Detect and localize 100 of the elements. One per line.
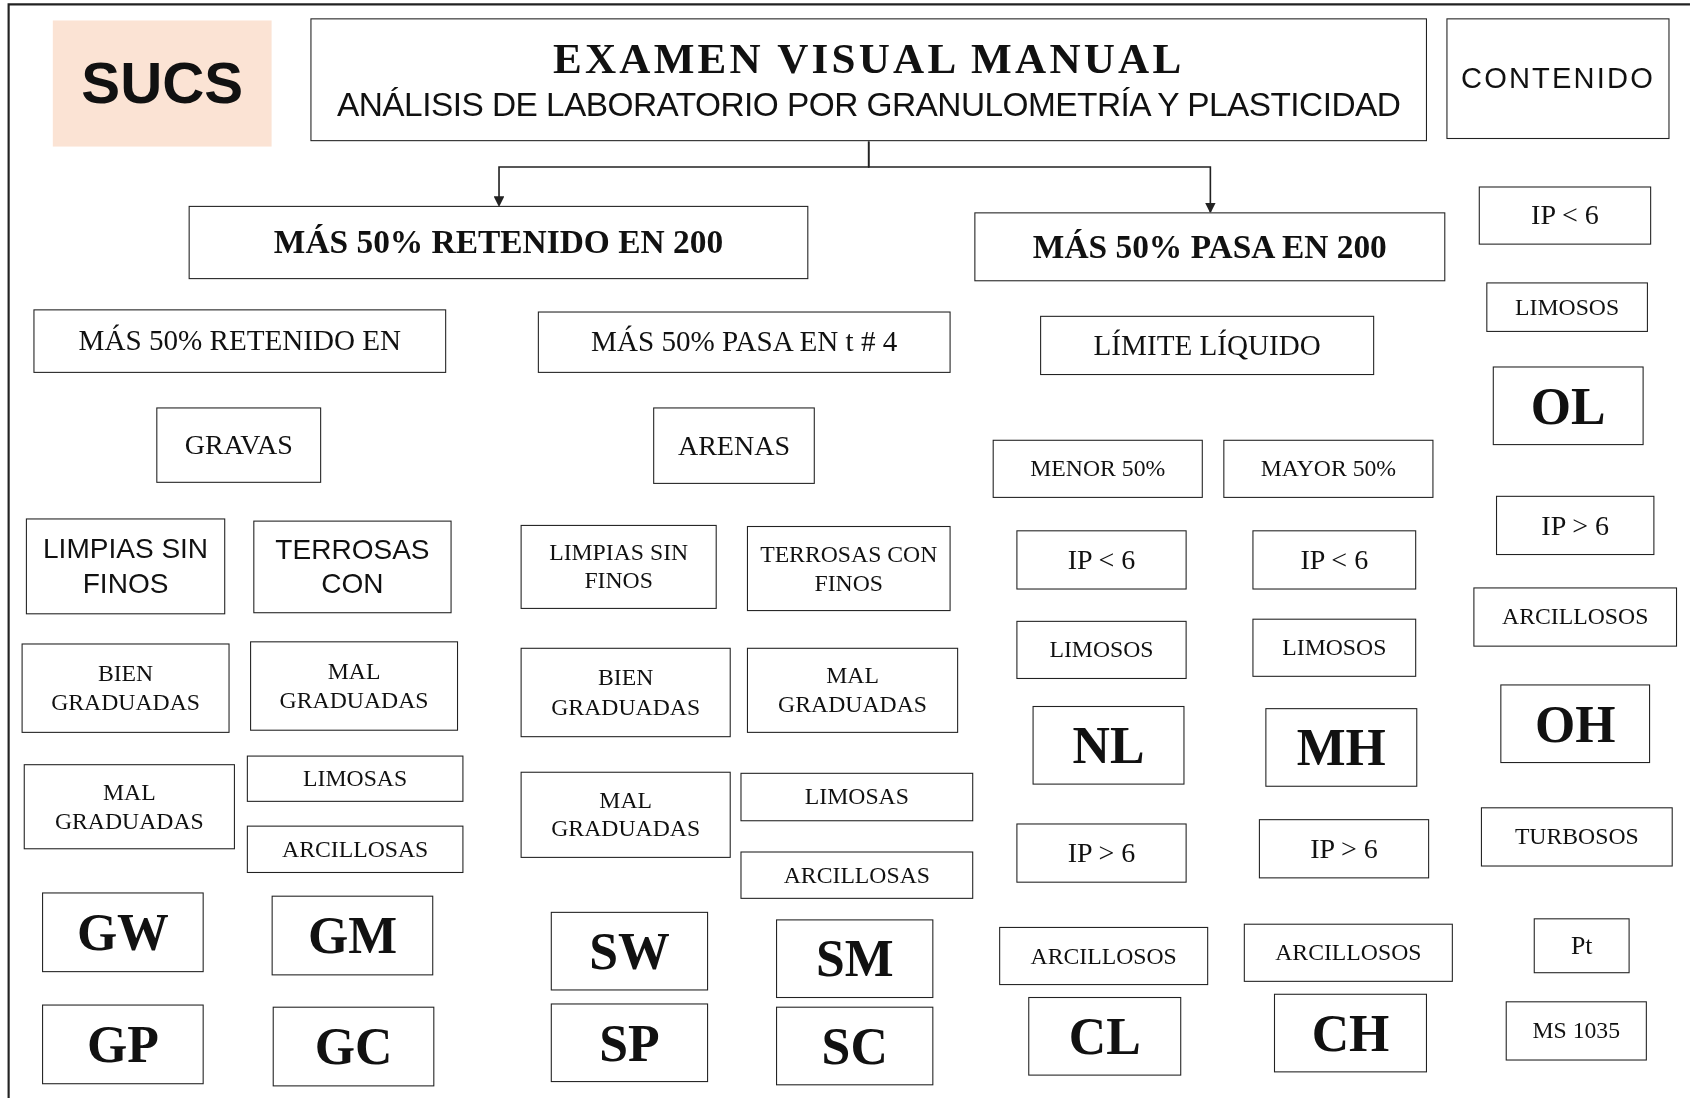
soil-symbol-box [42, 892, 204, 973]
criterion-box [1252, 618, 1417, 677]
criterion-text: MÁS 50% RETENIDO EN [78, 323, 402, 359]
soil-symbol-box [550, 911, 709, 991]
soil-symbol-box [1273, 993, 1427, 1073]
category-text: MÁS 50% PASA EN 200 [1032, 226, 1387, 267]
criterion-text: GRAVAS [184, 428, 293, 462]
criterion-text: MAL GRADUADAS [278, 657, 430, 715]
criterion-box [21, 643, 230, 733]
category-box [188, 205, 809, 280]
criterion-text: MAYOR 50% [1260, 454, 1397, 484]
criterion-box [1480, 807, 1673, 867]
soil-symbol: OH [1534, 693, 1616, 754]
soil-symbol-box [1265, 708, 1418, 787]
criterion-text: LIMPIAS SIN FINOS [42, 532, 210, 600]
criterion-box [1243, 923, 1453, 982]
criterion-text: IP < 6 [1067, 543, 1136, 577]
criterion-box [746, 647, 959, 733]
criterion-box [250, 641, 459, 731]
criterion-box [740, 772, 974, 822]
criterion-box [1252, 530, 1417, 590]
soil-symbol-box [550, 1003, 709, 1083]
criterion-box [156, 407, 322, 483]
criterion-box [520, 647, 731, 738]
criterion-box [1505, 1001, 1647, 1061]
criterion-text: BIEN GRADUADAS [550, 664, 702, 721]
criterion-text: MAL GRADUADAS [777, 661, 928, 719]
soil-symbol-box [776, 919, 934, 999]
soil-symbol-box [776, 1006, 934, 1086]
soil-symbol: SC [821, 1016, 888, 1077]
soil-symbol: CL [1068, 1006, 1141, 1067]
soil-symbol-box [42, 1004, 204, 1085]
soil-symbol-box [272, 1006, 435, 1087]
criterion-text: IP > 6 [1541, 508, 1610, 543]
criterion-text: BIEN GRADUADAS [50, 659, 201, 717]
criterion-text: LIMOSOS [1049, 635, 1154, 665]
criterion-text: ARCILLOSAS [783, 860, 930, 890]
soil-symbol: CH [1311, 1003, 1390, 1064]
soil-symbol-box [271, 895, 434, 976]
subtitle-text: ANÁLISIS DE LABORATORIO POR GRANULOMETRÍA Y PLASTICIDAD [337, 85, 1401, 126]
criterion-box [1496, 495, 1655, 556]
criterion-box [1016, 620, 1187, 679]
title-badge [52, 20, 272, 147]
criterion-box [1040, 315, 1375, 376]
criterion-text: ARCILLOSOS [1275, 938, 1422, 967]
soil-symbol-box [1032, 705, 1185, 785]
soil-symbol: GW [76, 902, 169, 963]
soil-symbol: SW [589, 921, 670, 982]
criterion-text: ARENAS [677, 428, 791, 463]
criterion-box [537, 311, 951, 373]
arrow [867, 140, 1216, 214]
criterion-text: MAL GRADUADAS [550, 786, 702, 844]
category-box [974, 212, 1446, 282]
title-text: EXAMEN VISUAL MANUAL [552, 33, 1185, 86]
criterion-text: Pt [1570, 930, 1593, 962]
criterion-text: MS 1035 [1532, 1016, 1621, 1046]
criterion-text: LIMOSAS [303, 764, 408, 793]
criterion-box [1533, 918, 1630, 974]
soil-symbol: GM [307, 905, 397, 966]
criterion-box [1016, 530, 1187, 590]
criterion-text: LIMPIAS SIN FINOS [548, 538, 690, 596]
soil-symbol-box [1500, 684, 1651, 764]
criterion-box [1223, 439, 1434, 498]
criterion-box [520, 524, 717, 609]
criterion-text: IP > 6 [1067, 836, 1136, 870]
soil-symbol-box [1028, 996, 1182, 1076]
criterion-box [520, 771, 731, 858]
soil-symbol: OL [1530, 375, 1606, 437]
criterion-text: TERROSAS CON FINOS [759, 540, 939, 597]
criterion-text: IP > 6 [1310, 832, 1378, 866]
criterion-box [653, 407, 815, 484]
criterion-box [1486, 282, 1648, 332]
criterion-box [33, 309, 447, 373]
criterion-box [25, 518, 226, 615]
criterion-box [746, 525, 951, 612]
soil-symbol: NL [1072, 715, 1145, 776]
criterion-box [23, 764, 235, 850]
criterion-text: IP < 6 [1531, 198, 1599, 233]
header-text: CONTENIDO [1460, 61, 1655, 97]
title-box [310, 18, 1427, 142]
soil-symbol: GP [86, 1014, 159, 1075]
criterion-text: LIMOSAS [804, 782, 909, 812]
criterion-text: MÁS 50% PASA EN t # 4 [591, 324, 898, 360]
criterion-box [999, 926, 1209, 986]
soil-symbol: SP [599, 1012, 660, 1073]
badge-text: SUCS [81, 49, 244, 118]
criterion-box [992, 439, 1203, 498]
criterion-box [253, 520, 452, 614]
criterion-text: MAL GRADUADAS [53, 778, 205, 836]
criterion-text: LIMOSOS [1282, 633, 1387, 662]
criterion-box [1478, 186, 1652, 245]
criterion-text: MENOR 50% [1030, 454, 1166, 484]
soil-symbol: SM [815, 928, 894, 989]
criterion-text: ARCILLOSAS [282, 835, 429, 864]
soil-symbol-box [1492, 366, 1644, 446]
criterion-text: ARCILLOSOS [1502, 602, 1649, 632]
criterion-text: LÍMITE LÍQUIDO [1093, 328, 1321, 363]
soil-symbol: GC [314, 1016, 393, 1077]
criterion-box [246, 755, 464, 802]
criterion-box [740, 851, 974, 899]
